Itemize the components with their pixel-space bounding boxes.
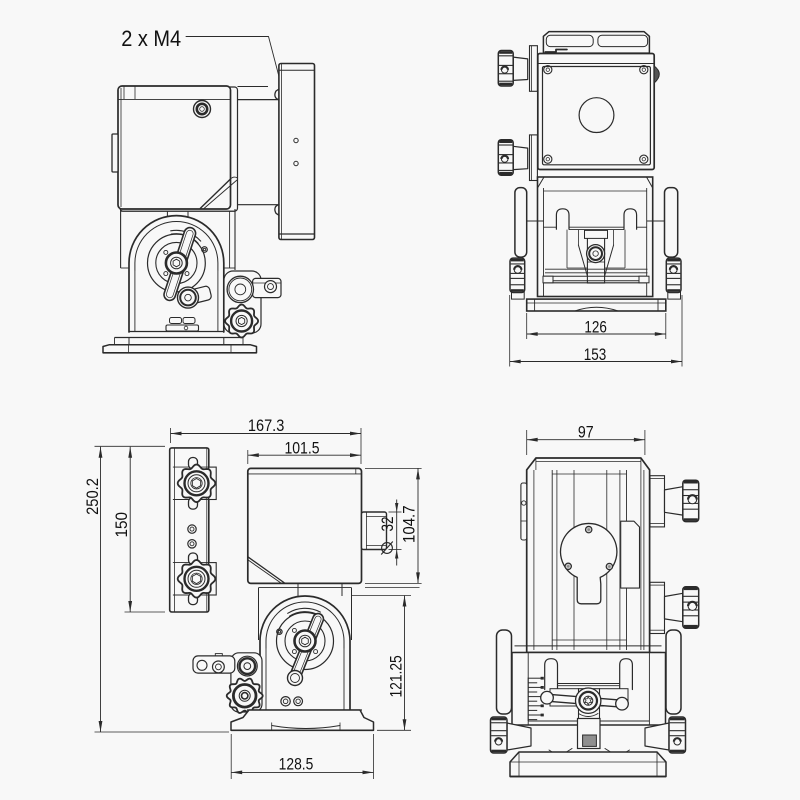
svg-text:150: 150 bbox=[112, 512, 131, 538]
svg-text:101.5: 101.5 bbox=[284, 439, 319, 458]
svg-text:128.5: 128.5 bbox=[279, 755, 314, 774]
svg-text:97: 97 bbox=[578, 422, 594, 441]
svg-text:121.25: 121.25 bbox=[387, 655, 406, 697]
svg-text:153: 153 bbox=[584, 345, 607, 364]
svg-text:104.7: 104.7 bbox=[400, 505, 419, 543]
svg-text:32: 32 bbox=[378, 517, 397, 532]
svg-text:250.2: 250.2 bbox=[83, 478, 102, 515]
svg-text:2 x M4: 2 x M4 bbox=[121, 26, 181, 51]
svg-text:126: 126 bbox=[584, 317, 607, 336]
svg-text:167.3: 167.3 bbox=[248, 416, 284, 435]
